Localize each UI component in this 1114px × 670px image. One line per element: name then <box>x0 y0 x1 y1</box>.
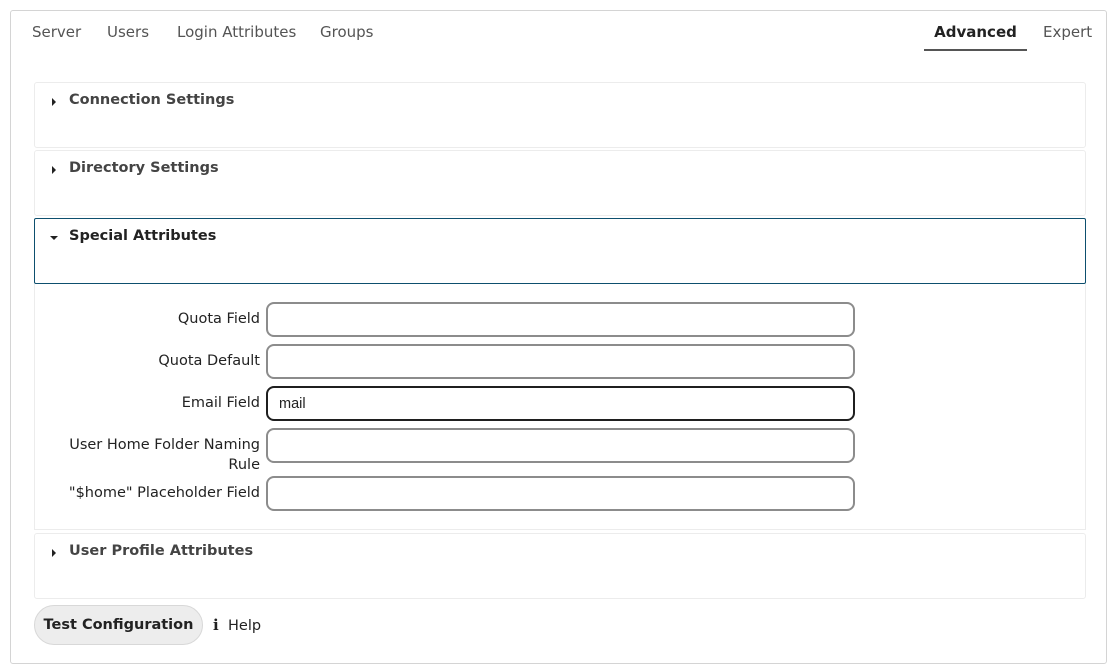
caret-right-icon <box>52 166 56 174</box>
ldap-config-panel: Server Users Login Attributes Groups Adv… <box>10 10 1107 664</box>
home-folder-rule-label: User Home Folder Naming Rule <box>69 437 260 473</box>
quota-default-label: Quota Default <box>158 353 260 369</box>
special-attributes-header[interactable]: Special Attributes <box>35 219 1085 259</box>
tab-expert[interactable]: Expert <box>1043 23 1093 41</box>
tab-server[interactable]: Server <box>32 23 82 41</box>
info-icon: i <box>213 616 219 634</box>
section-title: User Profile Attributes <box>69 543 254 559</box>
tab-bar: Server Users Login Attributes Groups Adv… <box>11 11 1106 61</box>
caret-right-icon <box>52 549 56 557</box>
section-user-profile-attributes: User Profile Attributes <box>34 533 1086 599</box>
user-profile-attributes-header[interactable]: User Profile Attributes <box>35 534 1085 574</box>
tab-advanced[interactable]: Advanced <box>924 11 1027 51</box>
help-link[interactable]: i Help <box>213 613 261 637</box>
section-directory-settings: Directory Settings <box>34 150 1086 216</box>
home-placeholder-label: "$home" Placeholder Field <box>68 485 260 501</box>
test-configuration-button[interactable]: Test Configuration <box>34 605 203 645</box>
email-field-input[interactable] <box>266 386 855 421</box>
caret-down-icon <box>50 236 58 240</box>
tab-login-attributes[interactable]: Login Attributes <box>177 23 297 41</box>
section-title: Directory Settings <box>69 160 219 176</box>
section-connection-settings: Connection Settings <box>34 82 1086 148</box>
section-title: Connection Settings <box>69 92 235 108</box>
connection-settings-header[interactable]: Connection Settings <box>35 83 1085 123</box>
help-label: Help <box>228 618 262 634</box>
section-title: Special Attributes <box>69 228 217 244</box>
section-special-attributes: Special Attributes <box>34 218 1086 284</box>
special-attributes-body: Quota Field Quota Default Email Field Us… <box>34 284 1086 530</box>
home-folder-rule-input[interactable] <box>266 428 855 463</box>
quota-field-label: Quota Field <box>177 311 260 327</box>
email-field-label: Email Field <box>181 395 260 411</box>
tab-groups[interactable]: Groups <box>320 23 374 41</box>
home-placeholder-input[interactable] <box>266 476 855 511</box>
directory-settings-header[interactable]: Directory Settings <box>35 151 1085 191</box>
caret-right-icon <box>52 98 56 106</box>
quota-default-input[interactable] <box>266 344 855 379</box>
quota-field-input[interactable] <box>266 302 855 337</box>
tab-users[interactable]: Users <box>107 23 150 41</box>
